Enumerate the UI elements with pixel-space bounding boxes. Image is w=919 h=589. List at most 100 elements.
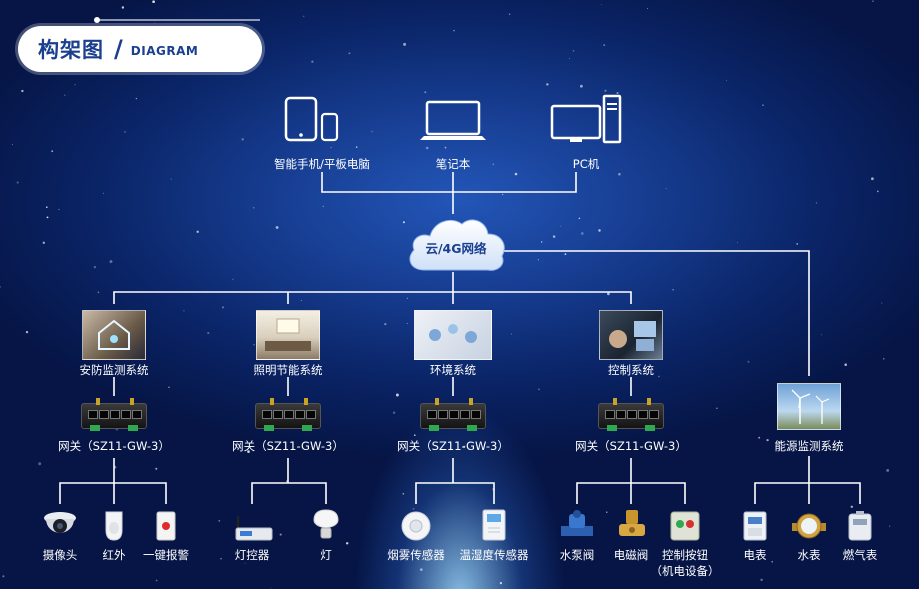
ethernet-port [110,410,120,419]
ethernet-port [273,410,283,419]
desktop-pc-icon [550,94,622,144]
ethernet-port [88,410,98,419]
device-label-solenoid-valve: 电磁阀 [613,548,649,562]
star [38,462,42,466]
environment-system-photo [414,310,492,360]
star [815,202,818,204]
star [275,226,279,229]
ethernet-port [306,410,316,419]
star [646,8,649,10]
star [402,492,405,495]
star [871,177,874,181]
star [537,388,540,391]
title-divider: / [114,35,123,63]
star [419,568,423,571]
star [510,333,512,335]
terminal-block [128,425,138,431]
tablet-phone-icon [284,96,339,142]
star [606,511,608,513]
cloud-icon [409,219,505,271]
star [42,241,45,244]
star [25,330,29,334]
gateway-device-lighting [255,398,321,431]
terminal-block [645,425,655,431]
star [872,0,874,2]
star [881,302,883,304]
star [303,15,305,17]
system-label-lighting: 照明节能系统 [253,363,323,377]
light-controller-icon [235,516,273,541]
terminal-block [429,425,439,431]
star [672,289,674,291]
control-system-photo [599,310,663,360]
gateway-label-security: 网关（SZ11-GW-3） [58,439,170,453]
star [402,221,405,224]
star [270,587,272,589]
antenna-connector [96,398,100,405]
device-label-bulb: 灯 [320,548,332,562]
gateway-label-environment: 网关（SZ11-GW-3） [397,439,509,453]
bulb-icon [313,509,339,539]
device-label-camera: 摄像头 [42,548,78,562]
star [345,542,349,545]
star [603,44,606,47]
star [492,163,495,166]
energy-system-photo [777,383,841,430]
star [716,407,718,409]
star [371,130,373,133]
star [316,370,318,372]
gateway-label-control: 网关（SZ11-GW-3） [575,439,687,453]
ethernet-port [460,410,470,419]
antenna-connector [130,398,134,405]
star [453,29,455,32]
star [725,79,728,82]
diagram-title: 构架图 [38,38,104,62]
ethernet-port [427,410,437,419]
water-meter-icon [792,513,826,539]
star [758,436,761,439]
star [11,143,13,146]
star [564,253,567,256]
ethernet-port [616,410,626,419]
star [658,375,660,378]
diagram-subtitle: DIAGRAM [130,44,199,58]
solenoid-valve-icon [619,510,645,536]
thermo-hygrometer-icon [482,509,506,541]
star [889,525,891,527]
star [760,578,763,582]
star [244,562,246,564]
device-label-gas-meter: 燃气表 [842,548,878,562]
star [196,230,199,233]
star [578,217,581,220]
star [109,260,113,264]
star [796,243,799,245]
star [311,60,314,63]
star [499,582,502,585]
star [424,91,427,94]
star [414,434,416,436]
star [46,216,49,219]
infrared-sensor-icon [105,511,123,541]
star [560,225,562,227]
star [600,4,602,5]
star [221,306,225,309]
ethernet-port [262,410,272,419]
star [546,83,549,86]
star [762,104,764,106]
terminal-block [467,425,477,431]
ethernet-port [627,410,637,419]
star [607,292,610,296]
star [392,411,396,415]
gas-meter-icon [848,511,872,541]
star [508,13,511,15]
line-environment-devices [415,458,495,504]
star [46,206,48,208]
antenna-connector [304,398,308,405]
star [252,206,255,209]
star [348,52,351,55]
alarm-button-icon [156,511,176,541]
star [93,265,97,269]
star [168,386,170,388]
star [580,232,584,235]
